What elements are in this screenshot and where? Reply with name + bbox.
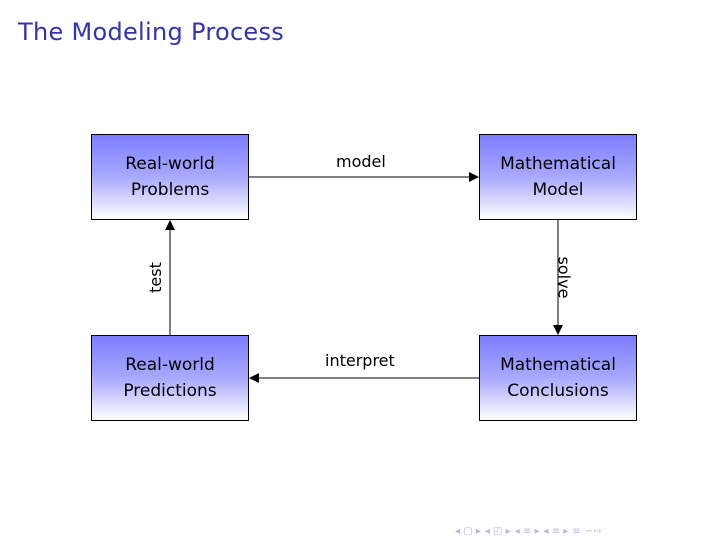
edge-label-test: test <box>145 262 165 293</box>
beamer-navigation-bar: ◂ ▢ ▸ ◂ ◰ ▸ ◂ ≡ ▸ ◂ ≡ ▸ ≡ ∽∾ <box>455 526 601 537</box>
node-label-line1: Mathematical <box>500 355 616 375</box>
node-mathematical-conclusions: Mathematical Conclusions <box>479 335 637 421</box>
nav-section-icon[interactable]: ◂ ≡ ▸ <box>514 526 540 537</box>
nav-search-icon[interactable]: ∽∾ <box>584 526 602 537</box>
edge-label-model: model <box>336 152 386 171</box>
node-real-world-problems: Real-world Problems <box>91 134 249 220</box>
node-label-line1: Real-world <box>125 154 215 174</box>
nav-align-icon[interactable]: ≡ <box>572 526 581 537</box>
nav-frame-icon[interactable]: ◂ ◰ ▸ <box>484 526 511 537</box>
edge-label-solve: solve <box>554 256 574 299</box>
nav-first-icon[interactable]: ◂ ▢ ▸ <box>455 526 481 537</box>
edge-label-interpret: interpret <box>325 351 395 370</box>
node-mathematical-model: Mathematical Model <box>479 134 637 220</box>
node-label-line1: Mathematical <box>500 154 616 174</box>
node-label-line2: Conclusions <box>507 381 609 401</box>
node-real-world-predictions: Real-world Predictions <box>91 335 249 421</box>
node-label-line2: Problems <box>130 180 210 200</box>
nav-subsection-icon[interactable]: ◂ ≡ ▸ <box>543 526 569 537</box>
node-label-line2: Predictions <box>123 381 217 401</box>
node-label-line1: Real-world <box>125 355 215 375</box>
node-label-line2: Model <box>532 180 584 200</box>
slide-title: The Modeling Process <box>18 18 285 46</box>
